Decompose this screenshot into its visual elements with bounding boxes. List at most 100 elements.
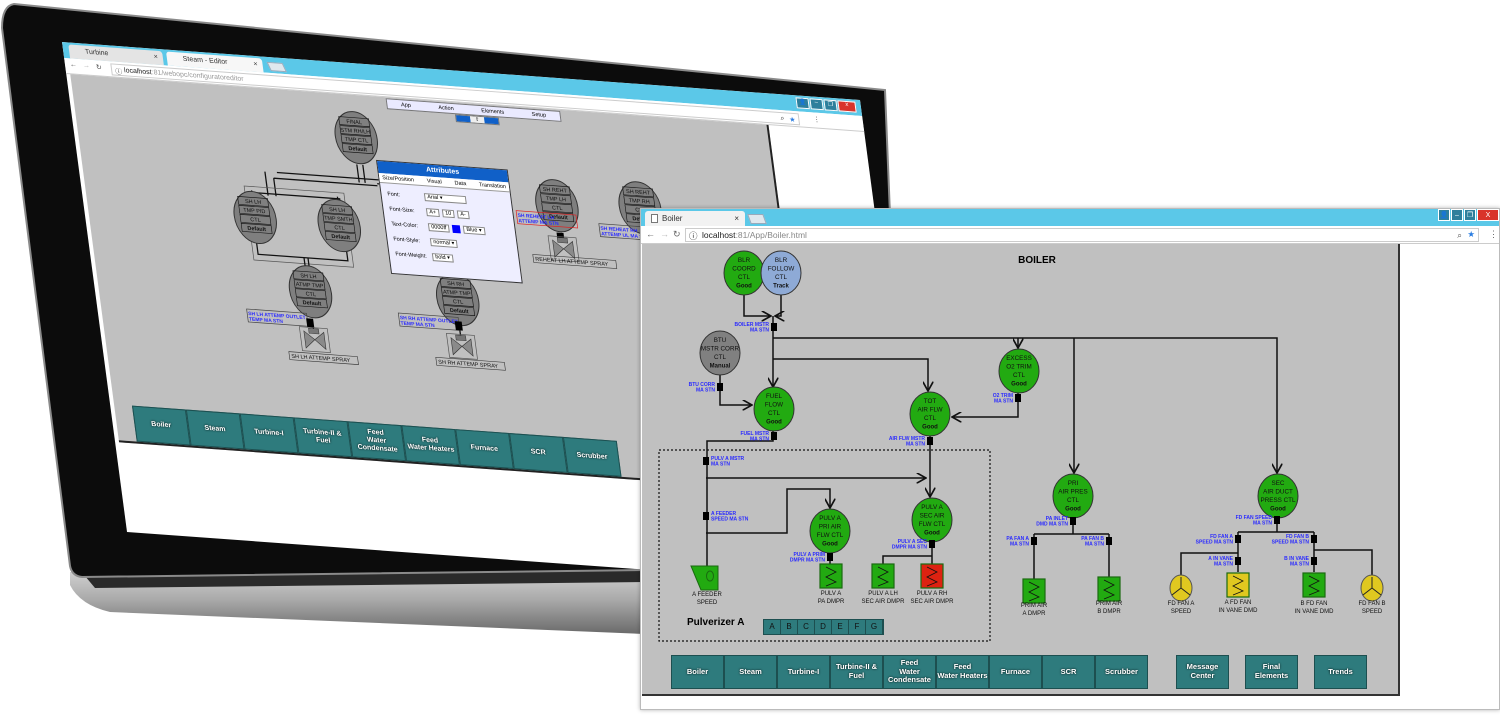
editor-spray-valve[interactable]: SH LH ATTEMP SPRAY <box>285 326 359 365</box>
nav-button-steam[interactable]: Steam <box>724 655 777 689</box>
back-icon[interactable]: ← <box>646 229 655 239</box>
station-marker[interactable] <box>1311 557 1317 565</box>
url-input[interactable]: ⓘ localhost:81/App/Boiler.html ⌕ ★ <box>685 228 1479 242</box>
color-swatch[interactable] <box>451 224 462 234</box>
editor-spray-valve[interactable]: REHEAT LH ATTEMP SPRAY <box>530 234 618 269</box>
editor-nav-button-feed-water-condensate[interactable]: Feed Water Condensate <box>347 421 407 462</box>
ma-station-pa-fan-b[interactable]: PA FAN BMA STN <box>1081 536 1112 548</box>
new-tab-button[interactable] <box>747 214 767 224</box>
station-marker[interactable] <box>1015 394 1021 402</box>
font-style-select[interactable]: normal ▾ <box>429 238 458 249</box>
tab-size-position[interactable]: Size/Position <box>381 175 415 184</box>
editor-nav-button-scr[interactable]: SCR <box>509 433 568 473</box>
nav-button-message-center[interactable]: Message Center <box>1176 655 1229 689</box>
forward-icon[interactable]: → <box>660 229 669 239</box>
zoom-icon[interactable]: ⌕ <box>1457 230 1462 240</box>
pulverizer-button-f[interactable]: F <box>849 620 866 634</box>
nav-button-final-elements[interactable]: Final Elements <box>1245 655 1298 689</box>
nav-button-turbine-i[interactable]: Turbine-I <box>777 655 830 689</box>
station-marker[interactable] <box>1274 516 1280 524</box>
close-window-button[interactable]: X <box>1477 209 1499 221</box>
pulverizer-button-a[interactable]: A <box>764 620 781 634</box>
nav-button-trends[interactable]: Trends <box>1314 655 1367 689</box>
station-marker[interactable] <box>306 318 315 328</box>
tab-boiler[interactable]: Boiler × <box>645 211 745 226</box>
menu-action[interactable]: Action <box>438 104 455 112</box>
pulverizer-button-d[interactable]: D <box>815 620 832 634</box>
nav-button-scrubber[interactable]: Scrubber <box>1095 655 1148 689</box>
pulverizer-button-b[interactable]: B <box>781 620 798 634</box>
menu-left-button[interactable] <box>455 115 471 123</box>
station-marker[interactable] <box>703 512 709 520</box>
user-icon[interactable]: 👤 <box>1438 209 1450 221</box>
pulverizer-button-e[interactable]: E <box>832 620 849 634</box>
star-icon[interactable]: ★ <box>1467 229 1475 239</box>
editor-nav-button-turbine-i[interactable]: Turbine-I <box>239 413 299 454</box>
menu-app[interactable]: App <box>400 101 412 109</box>
font-select[interactable]: Arial ▾ <box>423 193 467 205</box>
station-marker[interactable] <box>1031 537 1037 545</box>
menu-collapse-button[interactable]: ⇧ <box>469 116 485 124</box>
station-marker[interactable] <box>927 437 933 445</box>
menu-right-button[interactable] <box>483 117 499 125</box>
nav-button-feed-water-heaters[interactable]: Feed Water Heaters <box>936 655 989 689</box>
editor-nav-button-turbine-ii-fuel[interactable]: Turbine-II & Fuel <box>293 417 353 458</box>
station-marker[interactable] <box>1235 535 1241 543</box>
station-marker[interactable] <box>717 383 723 391</box>
device-pa-dmpr[interactable]: PULV APA DMPR <box>818 563 845 605</box>
menu-setup[interactable]: Setup <box>531 111 547 119</box>
station-marker[interactable] <box>771 432 777 440</box>
font-weight-select[interactable]: bold ▾ <box>431 253 454 263</box>
font-decrease-button[interactable]: A- <box>456 210 470 220</box>
pulverizer-button-g[interactable]: G <box>866 620 883 634</box>
tab-data[interactable]: Data <box>454 180 467 188</box>
text-color-input[interactable]: 0000ff <box>427 223 451 233</box>
nav-button-feed-water-condensate[interactable]: Feed Water Condensate <box>883 655 936 689</box>
reload-icon[interactable]: ↻ <box>673 229 681 239</box>
minimize-button[interactable]: – <box>1451 209 1463 221</box>
tab-translation[interactable]: Translation <box>478 182 507 191</box>
station-marker[interactable] <box>771 323 777 331</box>
tab-visual[interactable]: Visual <box>426 178 443 186</box>
ma-station-pa-fan-a[interactable]: PA FAN AMA STN <box>1006 536 1037 548</box>
editor-nav-button-boiler[interactable]: Boiler <box>131 405 191 446</box>
